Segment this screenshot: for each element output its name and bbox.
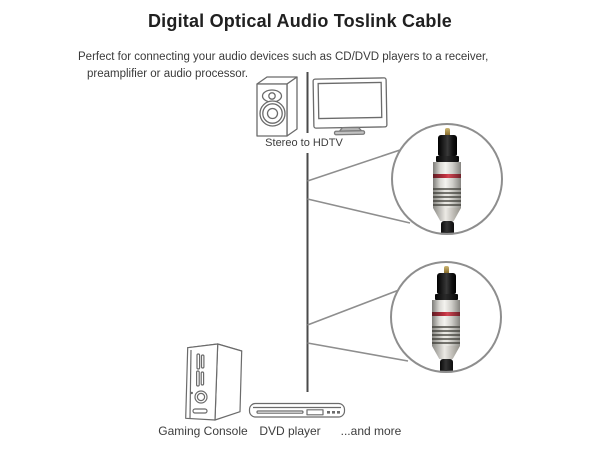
connector-metal-barrel bbox=[433, 162, 461, 188]
connector-cable bbox=[440, 221, 454, 233]
product-description: Perfect for connecting your audio device… bbox=[78, 49, 488, 83]
stereo-to-hdtv-illustration bbox=[256, 76, 388, 137]
speaker-illustration bbox=[256, 76, 298, 137]
stereo-to-hdtv-label: Stereo to HDTV bbox=[265, 137, 343, 149]
console-memory-slot bbox=[200, 371, 205, 386]
console-memory-slot bbox=[200, 354, 205, 369]
toslink-connector-photo bbox=[432, 266, 460, 371]
connector-collar bbox=[434, 294, 458, 300]
connector-pin bbox=[444, 128, 450, 135]
dvd-player-label: DVD player bbox=[259, 424, 321, 438]
connector-grip-ribs bbox=[432, 326, 460, 346]
description-line-1: Perfect for connecting your audio device… bbox=[78, 51, 489, 63]
connector-red-ring bbox=[432, 312, 460, 316]
connector-callout-top bbox=[391, 123, 503, 235]
description-line-2: preamplifier or audio processor. bbox=[87, 68, 249, 80]
connector-pin bbox=[443, 266, 449, 273]
console-vent-slot bbox=[196, 353, 201, 370]
dvd-button bbox=[337, 411, 340, 414]
connector-taper bbox=[432, 346, 460, 359]
console-eject-dot bbox=[190, 391, 193, 395]
dvd-button bbox=[327, 411, 330, 414]
dvd-tray-slot bbox=[256, 410, 304, 414]
connector-red-ring bbox=[433, 174, 461, 178]
console-vent-slot bbox=[196, 370, 200, 387]
and-more-label: ...and more bbox=[340, 424, 402, 438]
gaming-console-illustration bbox=[185, 343, 243, 421]
connector-collar bbox=[435, 156, 459, 162]
dvd-display bbox=[306, 409, 324, 416]
connector-callout-bottom bbox=[390, 261, 502, 373]
page-title: Digital Optical Audio Toslink Cable bbox=[147, 11, 453, 31]
tv-illustration bbox=[312, 77, 388, 136]
connector-black-tip bbox=[437, 135, 457, 156]
toslink-connector-photo bbox=[433, 128, 461, 233]
connector-cable bbox=[439, 359, 453, 371]
connector-grip-ribs bbox=[433, 188, 461, 208]
connector-taper bbox=[433, 208, 461, 221]
connector-black-tip bbox=[436, 273, 456, 294]
tv-stand-base bbox=[333, 130, 366, 136]
gaming-console-label: Gaming Console bbox=[158, 424, 248, 438]
console-bottom-slot bbox=[192, 408, 208, 414]
dvd-player-illustration bbox=[248, 402, 346, 418]
connector-metal-barrel bbox=[432, 300, 460, 326]
dvd-button bbox=[332, 411, 335, 414]
